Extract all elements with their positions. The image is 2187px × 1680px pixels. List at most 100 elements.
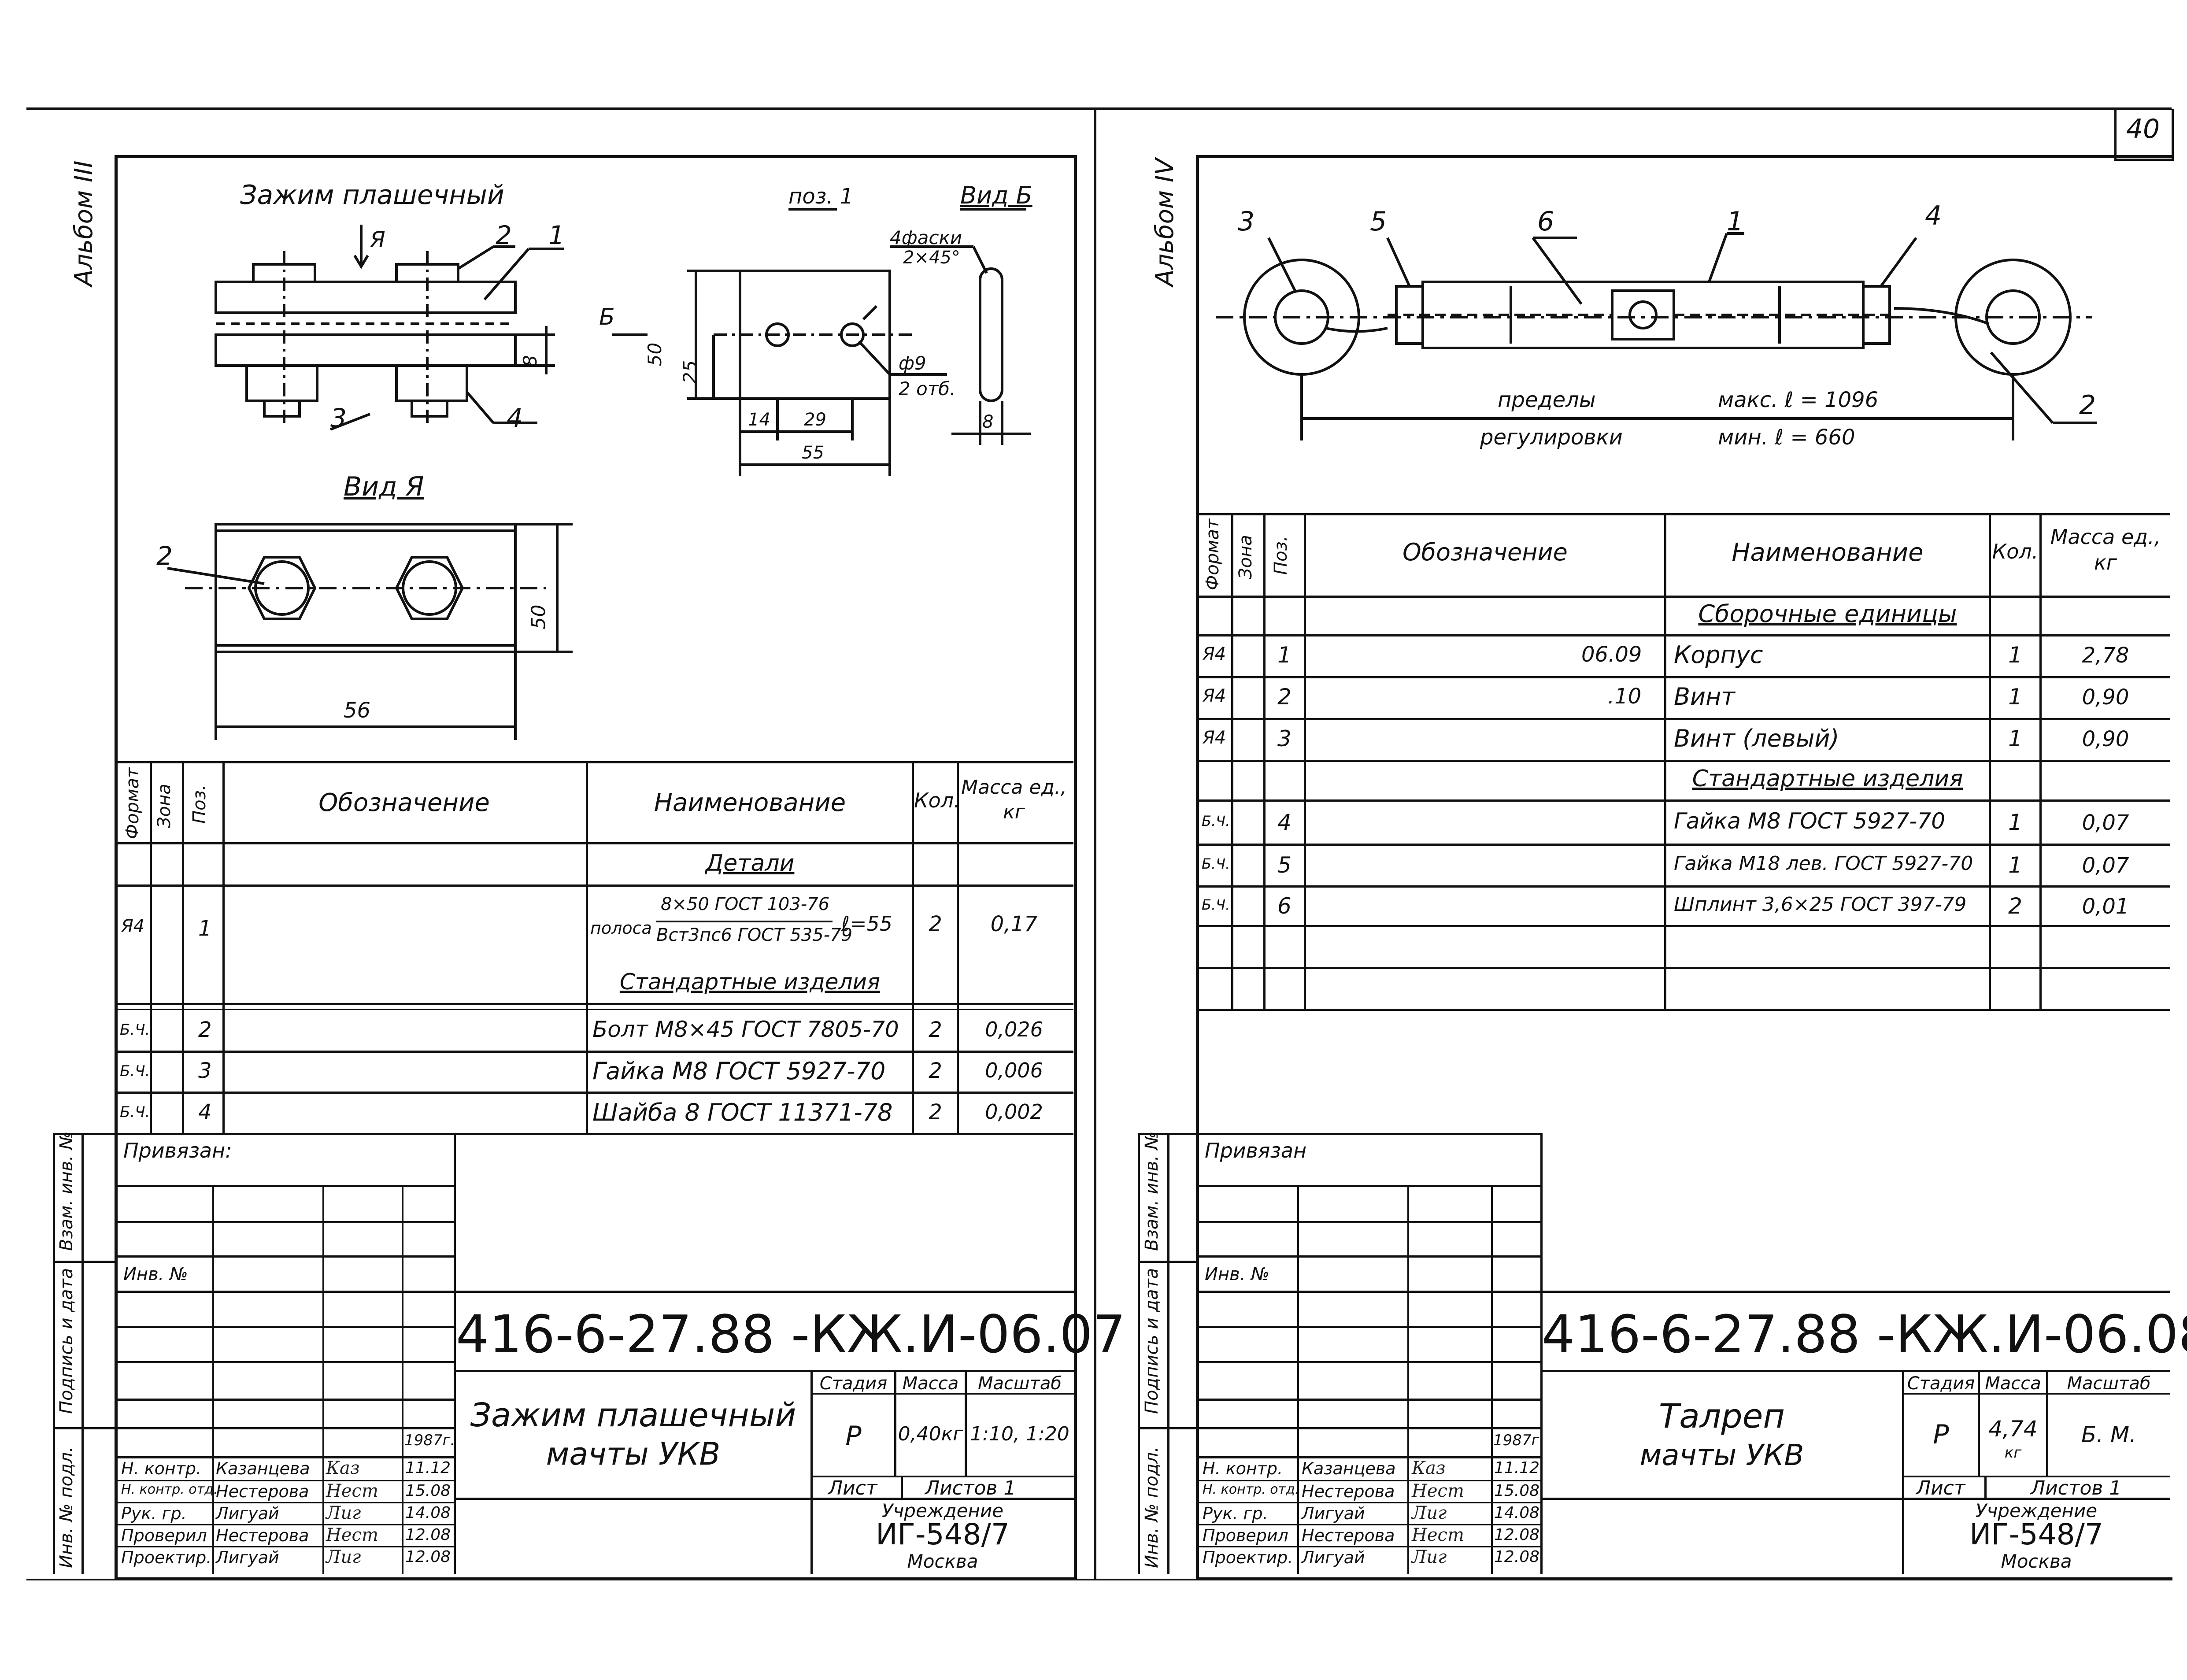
right-inv: Инв. № — [1205, 1264, 1269, 1284]
right-hdr-format: Формат — [1203, 518, 1223, 590]
left-hdr-name: Наименование — [654, 788, 846, 817]
left-staff-name-2: Нестерова — [216, 1482, 309, 1501]
right-scale-header: Масштаб — [2067, 1373, 2151, 1394]
left-section-standard: Стандартные изделия — [619, 969, 881, 995]
left-hdr-zone: Зона — [154, 784, 174, 828]
right-hdr-pos: Поз. — [1271, 536, 1291, 575]
right-signature-3: Лиг — [1412, 1503, 1447, 1523]
left-stage: Р — [845, 1421, 862, 1451]
right-callout-4: 4 — [1925, 200, 1942, 231]
left-row2-pos: 2 — [198, 1018, 212, 1042]
left-title: Зажим плашечный — [240, 180, 504, 211]
right-side-label-3: Инв. № подл. — [1142, 1447, 1162, 1568]
left-signature-2: Нест — [326, 1481, 378, 1501]
dim-55: 55 — [802, 443, 824, 463]
right-doc-code: 416-6-27.88 -КЖ.И-06.08 — [1542, 1304, 2187, 1365]
callout-3: 3 — [330, 403, 347, 433]
right-signature-2: Нест — [1412, 1481, 1464, 1501]
right-row6-mass: 0,01 — [2082, 894, 2129, 919]
left-hdr-pos: Поз. — [189, 784, 210, 824]
left-row4-name: Шайба 8 ГОСТ 11371-78 — [592, 1099, 893, 1126]
callout-1: 1 — [548, 220, 565, 250]
left-sheets: Листов 1 — [925, 1477, 1016, 1499]
pos-label: поз. 1 — [788, 184, 854, 209]
right-doc-title-1: Талреп — [1658, 1396, 1785, 1436]
left-album-label: Альбом III — [70, 160, 98, 287]
right-row5-mass: 0,07 — [2082, 853, 2129, 878]
right-mass: 4,74 — [1988, 1416, 2038, 1442]
left-signature-1: Каз — [326, 1458, 360, 1478]
left-staff-date-3: 14.08 — [405, 1504, 451, 1522]
left-side-label-1: Взам. инв. № — [56, 1131, 77, 1251]
left-mass-header: Масса — [902, 1373, 959, 1394]
right-staff-role-2: Н. контр. отд. — [1203, 1482, 1299, 1497]
left-row1-prefix: полоса — [590, 918, 652, 938]
center-fold — [1094, 107, 1096, 1579]
callout-4: 4 — [507, 403, 523, 433]
dim-56: 56 — [344, 698, 371, 723]
left-row2-name: Болт М8×45 ГОСТ 7805-70 — [592, 1017, 899, 1042]
right-row5-qty: 1 — [2008, 852, 2022, 878]
view-a-label: Вид Я — [344, 471, 424, 502]
bottom-rule — [26, 1579, 2172, 1580]
right-row1-qty: 1 — [2008, 642, 2022, 668]
right-row3-pos: 3 — [1277, 726, 1291, 751]
left-staff-role-2: Н. контр. отд. — [121, 1482, 218, 1497]
right-min: мин. ℓ = 660 — [1718, 425, 1855, 450]
right-signature-5: Лиг — [1412, 1547, 1447, 1567]
left-scale: 1:10, 1:20 — [970, 1423, 1069, 1445]
left-staff-date-1: 11.12 — [405, 1459, 451, 1477]
right-callout-1: 1 — [1727, 206, 1744, 237]
right-callout-6: 6 — [1537, 206, 1554, 237]
left-staff-role-3: Рук. гр. — [121, 1504, 187, 1523]
right-row4-name: Гайка М8 ГОСТ 5927-70 — [1674, 808, 1946, 834]
left-doc-title-1: Зажим плашечный — [470, 1396, 796, 1434]
right-limits-1: пределы — [1498, 388, 1596, 412]
right-side-label-1: Взам. инв. № — [1142, 1131, 1162, 1251]
right-max: макс. ℓ = 1096 — [1718, 388, 1879, 412]
left-row1-length: ℓ=55 — [841, 912, 893, 936]
right-album-label: Альбом IV — [1151, 158, 1179, 286]
right-sheet-frame — [1196, 155, 2172, 1580]
right-row5-pos: 5 — [1277, 852, 1291, 878]
right-callout-2: 2 — [2079, 390, 2096, 421]
left-row1-mass: 0,17 — [990, 912, 1038, 936]
right-staff-date-5: 12.08 — [1494, 1548, 1540, 1566]
right-callout-3: 3 — [1238, 206, 1255, 237]
left-row1-fraction-bar — [656, 921, 833, 922]
right-staff-name-3: Лигуай — [1302, 1504, 1365, 1523]
right-staff-name-4: Нестерова — [1302, 1526, 1395, 1545]
left-hdr-format: Формат — [122, 767, 143, 839]
left-row1-num: 8×50 ГОСТ 103-76 — [661, 894, 830, 914]
left-sheet: Лист — [828, 1477, 877, 1499]
chamfer-text-1: 4фаски — [890, 227, 962, 248]
left-row4-pos: 4 — [198, 1100, 212, 1125]
right-row4-format: Б.Ч. — [1202, 813, 1230, 829]
left-org-2: ИГ-548/7 — [876, 1517, 1010, 1551]
hole-text-1: ф9 — [899, 352, 926, 374]
right-sheets: Листов 1 — [2031, 1477, 2122, 1499]
left-row1-pos: 1 — [198, 916, 212, 941]
left-staff-name-5: Лигуай — [216, 1548, 279, 1567]
dim-14: 14 — [748, 410, 770, 430]
right-staff-date-1: 11.12 — [1494, 1459, 1540, 1477]
right-row1-format: Я4 — [1203, 644, 1226, 664]
right-bound: Привязан — [1205, 1139, 1307, 1162]
right-row6-format: Б.Ч. — [1202, 896, 1230, 913]
right-row2-name: Винт — [1674, 683, 1735, 710]
right-row5-name: Гайка М18 лев. ГОСТ 5927-70 — [1674, 852, 1973, 875]
right-mass-header: Масса — [1985, 1373, 2041, 1394]
left-sheet-frame — [115, 155, 1077, 1580]
left-hdr-designation: Обозначение — [318, 788, 490, 817]
right-section-standard: Стандартные изделия — [1692, 766, 1963, 792]
right-year: 1987г. — [1493, 1432, 1544, 1449]
right-side-label-2: Подпись и дата — [1142, 1268, 1162, 1414]
right-scale: Б. М. — [2081, 1422, 2137, 1447]
left-signature-5: Лиг — [326, 1547, 361, 1567]
right-staff-role-5: Проектир. — [1203, 1548, 1293, 1567]
callout-2: 2 — [496, 220, 512, 250]
left-side-label-2: Подпись и дата — [56, 1268, 77, 1414]
right-signature-1: Каз — [1412, 1458, 1446, 1478]
left-staff-date-5: 12.08 — [405, 1548, 451, 1566]
chamfer-text-2: 2×45° — [903, 248, 960, 268]
